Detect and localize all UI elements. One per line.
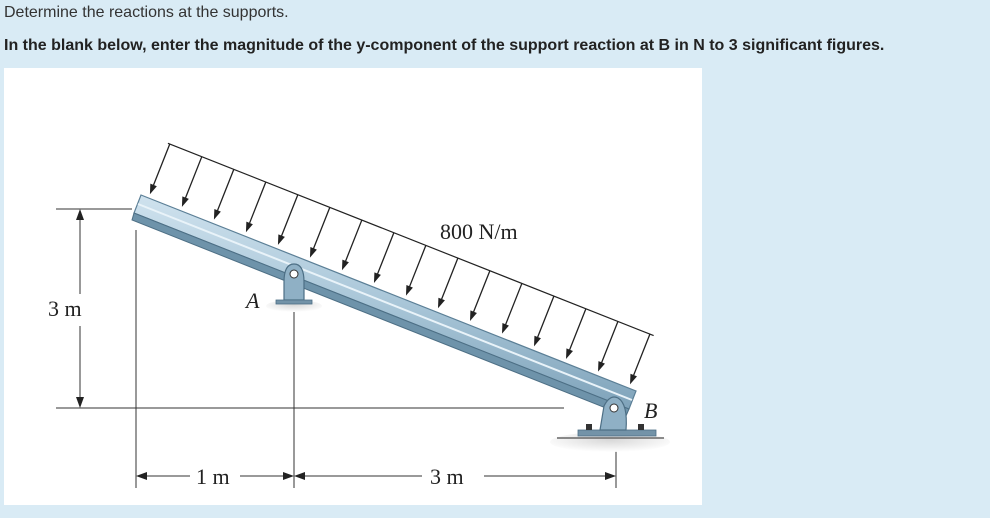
load-arrow <box>152 143 171 188</box>
load-arrow <box>536 295 555 340</box>
load-arrow-head <box>598 361 605 372</box>
load-arrow <box>632 333 651 378</box>
question-line-1: Determine the reactions at the supports. <box>4 4 289 21</box>
height-dimension <box>76 209 84 408</box>
load-arrow <box>408 245 427 289</box>
beam-diagram: 3 m 1 m 3 m <box>48 142 670 489</box>
load-arrow <box>312 207 331 251</box>
load-arrow-head <box>405 285 413 296</box>
height-dim-label: 3 m <box>48 296 82 321</box>
load-arrow-head <box>469 310 477 321</box>
span1-label: 1 m <box>196 464 230 489</box>
pin-support-b <box>577 396 657 437</box>
load-arrow <box>376 232 395 276</box>
load-arrow-head <box>341 259 349 271</box>
load-arrow-head <box>566 348 573 359</box>
load-arrow-head <box>309 247 317 258</box>
load-arrow <box>472 270 491 314</box>
load-arrow <box>184 156 203 200</box>
load-arrow <box>600 321 619 365</box>
span-dimensions <box>136 472 616 480</box>
load-arrow <box>216 169 235 213</box>
load-arrow-head <box>149 183 157 195</box>
span2-label: 3 m <box>430 464 464 489</box>
ground-b <box>550 432 670 452</box>
load-arrow <box>504 283 523 327</box>
load-arrow <box>280 194 299 238</box>
support-a-label: A <box>244 288 260 313</box>
load-arrow-head <box>437 297 445 309</box>
support-b-label: B <box>644 398 657 423</box>
pin-support-a <box>275 263 313 305</box>
load-arrow-head <box>277 234 285 245</box>
load-arrow-head <box>213 208 221 220</box>
inclined-beam <box>131 194 637 417</box>
load-arrow <box>568 308 587 352</box>
load-arrow <box>440 257 459 302</box>
load-arrow <box>344 219 363 264</box>
load-arrow-head <box>630 373 637 385</box>
question-line-2: In the blank below, enter the magnitude … <box>4 37 885 54</box>
load-arrow-head <box>534 335 541 347</box>
statics-figure: 3 m 1 m 3 m <box>4 68 702 505</box>
load-label: 800 N/m <box>440 219 518 244</box>
load-arrow <box>248 181 267 226</box>
load-arrow-head <box>373 272 381 283</box>
reference-lines <box>56 208 617 488</box>
load-arrow-head <box>181 196 189 207</box>
distributed-load <box>149 142 654 385</box>
load-arrow-head <box>502 323 509 334</box>
load-envelope-line <box>167 142 654 337</box>
load-arrow-head <box>245 221 253 233</box>
